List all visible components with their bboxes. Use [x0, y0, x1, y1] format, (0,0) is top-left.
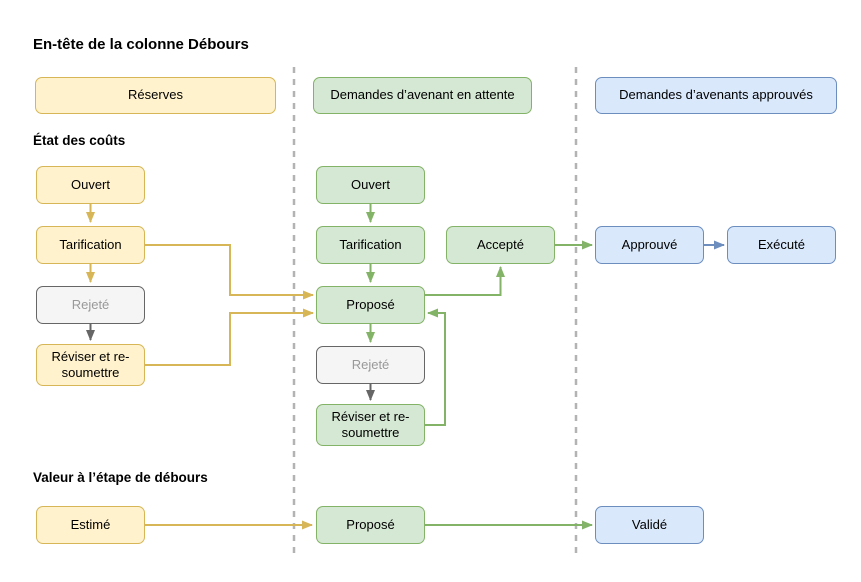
node-pending-reviser: Réviser et re-soumettre	[316, 404, 425, 446]
arrow-pending-propose-to-accepte	[425, 266, 505, 296]
arrow-reserves-tarification-to-pending-propose	[145, 244, 314, 300]
node-reserves-tarification: Tarification	[36, 226, 145, 264]
section-label-value-stage: Valeur à l’étape de débours	[33, 470, 208, 485]
column-header-reserves: Réserves	[35, 77, 276, 114]
node-approved-execute: Exécuté	[727, 226, 836, 264]
node-value-estime: Estimé	[36, 506, 145, 544]
node-pending-propose: Proposé	[316, 286, 425, 324]
node-pending-tarification: Tarification	[316, 226, 425, 264]
node-value-propose: Proposé	[316, 506, 425, 544]
node-value-valide: Validé	[595, 506, 704, 544]
node-pending-rejete: Rejeté	[316, 346, 425, 384]
node-pending-ouvert: Ouvert	[316, 166, 425, 204]
diagram-title: En-tête de la colonne Débours	[33, 36, 249, 53]
section-label-cost-status: État des coûts	[33, 133, 126, 148]
arrow-reserves-reviser-to-pending-propose	[145, 308, 314, 366]
node-reserves-rejete: Rejeté	[36, 286, 145, 324]
node-reserves-reviser: Réviser et re-soumettre	[36, 344, 145, 386]
arrow-pending-reviser-to-propose	[425, 308, 446, 426]
node-pending-accepte: Accepté	[446, 226, 555, 264]
node-reserves-ouvert: Ouvert	[36, 166, 145, 204]
column-header-approved: Demandes d’avenants approuvés	[595, 77, 837, 114]
node-approved-approuve: Approuvé	[595, 226, 704, 264]
column-header-pending: Demandes d’avenant en attente	[313, 77, 532, 114]
